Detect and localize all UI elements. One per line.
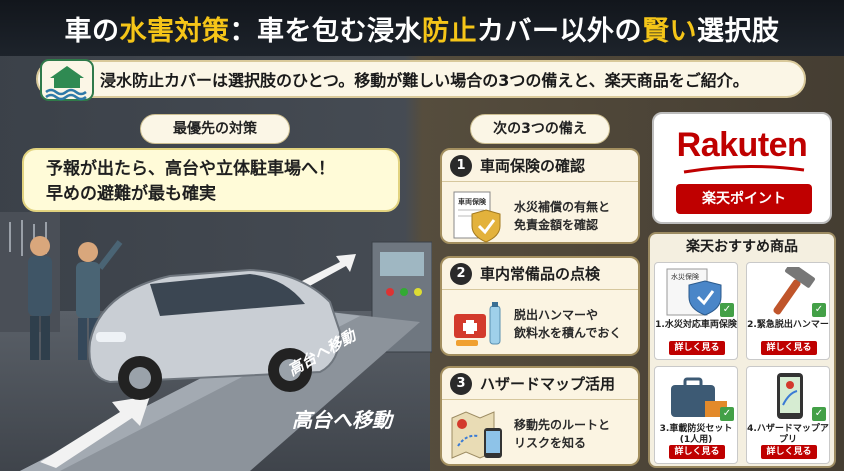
hammer-icon [773, 267, 815, 315]
product-name-line-1: 2.緊急脱出ハンマー [747, 320, 829, 330]
card-line-2: 飲料水を積んでおく [514, 326, 622, 340]
card-hazard-head: 3 ハザードマップ活用 [442, 368, 638, 400]
card-supplies-head: 2 車内常備品の点検 [442, 258, 638, 290]
title-highlight-3: 賢い [642, 15, 697, 47]
first-aid-kit-icon [454, 302, 501, 346]
title-highlight-1: 水害対策 [119, 15, 230, 47]
rakuten-panel: Rakuten 楽天ポイント [652, 112, 832, 224]
card-number: 3 [450, 372, 472, 395]
ramp-label-2: 高台へ移動 [292, 408, 392, 432]
check-icon: ✓ [812, 303, 826, 317]
recommended-products-panel: 楽天おすすめ商品 水災保険 ✓ 1.水災対応車両保険 詳しく見る ✓ 2.緊急脱… [648, 232, 836, 468]
doc-label: 水災保険 [671, 272, 699, 281]
callout-line-1: 予報が出たら、高台や立体駐車場へ！ [46, 159, 335, 179]
subtitle-text: 浸水防止カバーは選択肢のひとつ。移動が難しい場合の3つの備えと、楽天商品をご紹介… [100, 71, 749, 90]
card-insurance-body: 車両保険 水災補償の有無と 免責金額を確認 [442, 182, 638, 250]
rakuten-logo: Rakuten [676, 126, 808, 164]
card-line-1: 脱出ハンマーや [514, 308, 599, 322]
details-button[interactable]: 詳しく見る [669, 445, 725, 459]
subtitle-banner: 浸水防止カバーは選択肢のひとつ。移動が難しい場合の3つの備えと、楽天商品をご紹介… [36, 60, 806, 98]
product-name-line-1: 3.車載防災セット [659, 424, 733, 434]
product-name: 2.緊急脱出ハンマー [747, 320, 829, 331]
check-icon: ✓ [720, 407, 734, 421]
card-supplies: 2 車内常備品の点検 脱出ハンマーや 飲料水を積んでおく [440, 256, 640, 356]
product-card-insurance[interactable]: 水災保険 ✓ 1.水災対応車両保険 詳しく見る [654, 262, 738, 360]
insurance-shield-icon: 水災保険 [666, 268, 722, 316]
flooded-house-icon [40, 59, 94, 101]
preparation-label-text: 次の3つの備え [493, 121, 587, 137]
title-text-1: 車の [64, 15, 120, 47]
card-insurance: 1 車両保険の確認 車両保険 水災補償の有無と 免責金額を確認 [440, 148, 640, 244]
details-button[interactable]: 詳しく見る [669, 341, 725, 355]
product-name-line-2: (1人用) [679, 435, 713, 445]
priority-label: 最優先の対策 [140, 114, 290, 144]
page-title: 車の 水害対策 ：車を包む浸水 防止 カバー以外の 賢い 選択肢 [0, 0, 844, 56]
card-line-2: リスクを知る [514, 436, 587, 450]
emergency-kit-icon [671, 377, 727, 417]
product-name-line-1: 4.ハザードマップアプリ [747, 424, 829, 445]
recommended-title: 楽天おすすめ商品 [686, 239, 798, 255]
priority-label-text: 最優先の対策 [173, 121, 257, 137]
product-card-kit[interactable]: ✓ 3.車載防災セット (1人用) 詳しく見る [654, 366, 738, 464]
card-supplies-body: 脱出ハンマーや 飲料水を積んでおく [442, 290, 638, 358]
card-title: ハザードマップ活用 [480, 375, 616, 393]
product-name: 3.車載防災セット (1人用) [655, 424, 737, 446]
card-line-1: 水災補償の有無と [514, 200, 611, 214]
title-highlight-2: 防止 [422, 15, 477, 47]
title-text-4: 選択肢 [697, 15, 780, 47]
smartphone-map-icon [777, 373, 803, 419]
card-hazard-map: 3 ハザードマップ活用 移動先のルートと リスクを知る [440, 366, 640, 466]
title-text-3: カバー以外の [477, 15, 642, 47]
rakuten-swoosh-icon [683, 164, 805, 174]
card-number: 1 [450, 154, 472, 177]
insurance-document-shield-icon: 車両保険 [453, 191, 501, 243]
product-name: 1.水災対応車両保険 [655, 320, 737, 331]
map-phone-icon [451, 411, 502, 459]
preparation-label: 次の3つの備え [470, 114, 610, 144]
product-name-line-1: 1.水災対応車両保険 [655, 320, 737, 330]
details-button[interactable]: 詳しく見る [761, 341, 817, 355]
card-title: 車内常備品の点検 [480, 265, 601, 283]
rakuten-point-button[interactable]: 楽天ポイント [676, 184, 812, 214]
card-insurance-head: 1 車両保険の確認 [442, 150, 638, 182]
details-button[interactable]: 詳しく見る [761, 445, 817, 459]
product-card-hammer[interactable]: ✓ 2.緊急脱出ハンマー 詳しく見る [746, 262, 830, 360]
title-text-2: ：車を包む浸水 [229, 15, 422, 47]
card-line-1: 移動先のルートと [514, 418, 611, 432]
callout-line-2: 早めの避難が最も確実 [46, 184, 216, 204]
card-hazard-body: 移動先のルートと リスクを知る [442, 400, 638, 468]
card-line-2: 免責金額を確認 [514, 218, 599, 232]
card-number: 2 [450, 262, 472, 285]
card-title: 車両保険の確認 [480, 157, 586, 175]
evacuation-callout: 予報が出たら、高台や立体駐車場へ！ 早めの避難が最も確実 [22, 148, 400, 212]
product-card-app[interactable]: ✓ 4.ハザードマップアプリ (ガイド付き) 詳しく見る [746, 366, 830, 464]
garage-scene-illustration [0, 212, 432, 471]
check-icon: ✓ [812, 407, 826, 421]
check-icon: ✓ [720, 303, 734, 317]
doc-label: 車両保険 [458, 197, 487, 206]
